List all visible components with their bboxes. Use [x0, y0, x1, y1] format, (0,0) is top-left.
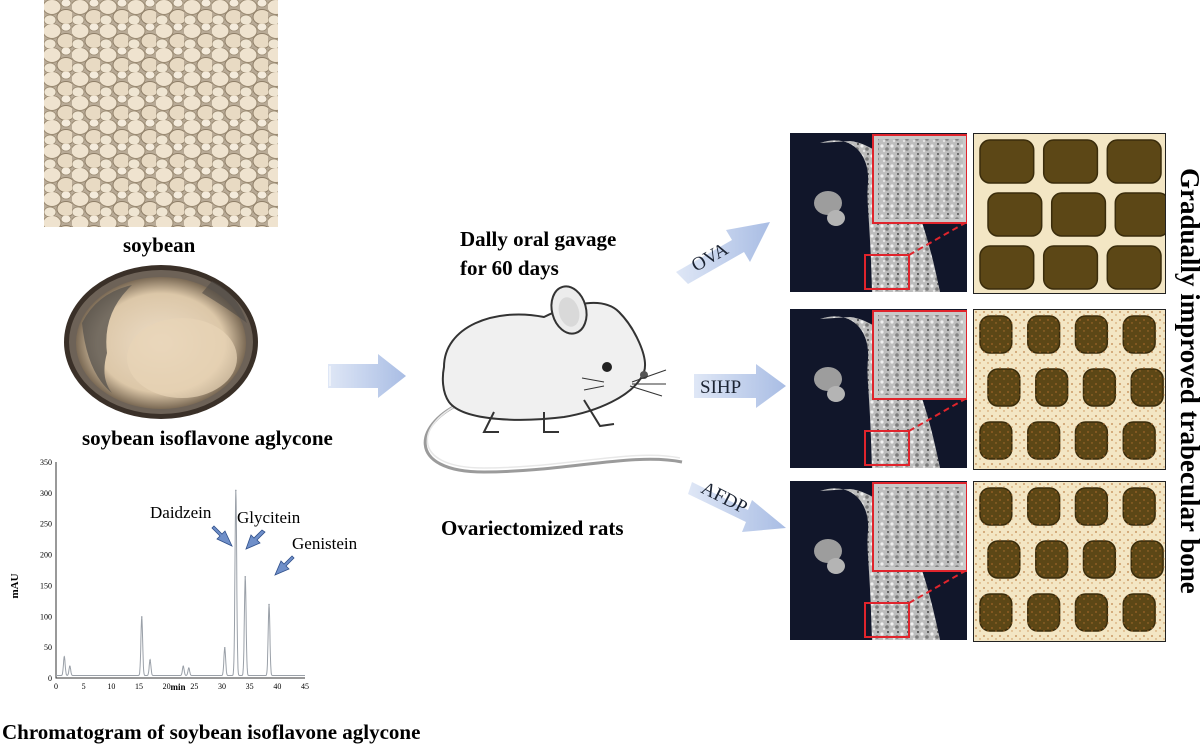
- x-tick-label: 15: [135, 682, 143, 691]
- x-tick-label: 40: [273, 682, 281, 691]
- side-label: Gradually improved trabecular bone: [1175, 168, 1200, 594]
- genistein-arrow-icon: [274, 555, 295, 576]
- afdp-microct-image: [790, 481, 967, 640]
- x-axis-label: min: [170, 682, 185, 692]
- chromatogram-peak: [140, 616, 143, 618]
- x-tick-label: 30: [218, 682, 226, 691]
- sihp-label: SIHP: [700, 377, 741, 398]
- x-tick-label: 35: [246, 682, 254, 691]
- chromatogram-chart: mAU min 0 5 10 15 20 25 30 35 40 45 0 50 100 150 200 25…: [9, 458, 358, 692]
- y-tick-label: 250: [40, 520, 52, 529]
- x-tick-label: 45: [301, 682, 309, 691]
- ova-arrow-icon: OVA: [676, 222, 770, 284]
- ova-microct-image: [790, 133, 967, 292]
- x-tick-label: 5: [82, 682, 86, 691]
- chromatogram-peak: [223, 646, 226, 649]
- afdp-label: AFDP: [698, 478, 751, 519]
- afdp-arrow-icon: AFDP: [688, 478, 786, 532]
- chromatogram-peak: [182, 665, 185, 668]
- chromatogram-peak: [63, 656, 66, 658]
- afdp-trabecular-illustration: [973, 481, 1166, 642]
- rats-label: Ovariectomized rats: [441, 516, 624, 540]
- sihp-microct-image: [790, 309, 967, 468]
- y-tick-label: 300: [40, 489, 52, 498]
- glycitein-label: Glycitein: [237, 508, 301, 527]
- chromatogram-peak: [149, 659, 151, 661]
- chart-axes: [55, 462, 305, 679]
- rat-illustration: [423, 285, 683, 474]
- soybean-label: soybean: [123, 233, 196, 257]
- chromatogram-label: Chromatogram of soybean isoflavone aglyc…: [2, 720, 421, 744]
- sihp-arrow-icon: SIHP: [694, 364, 786, 408]
- daidzein-label: Daidzein: [150, 503, 212, 522]
- daidzein-arrow-icon: [211, 525, 233, 547]
- genistein-label: Genistein: [292, 534, 358, 553]
- big-arrow-icon: [328, 354, 406, 398]
- chromatogram-peak: [69, 665, 71, 668]
- chromatogram-peak: [244, 575, 247, 578]
- isoflavone-powder-photo: [62, 263, 260, 421]
- gavage-line-1: Dally oral gavage: [460, 227, 617, 251]
- soybean-photo: [44, 0, 278, 227]
- x-tick-label: 25: [190, 682, 198, 691]
- y-tick-label: 0: [48, 674, 52, 683]
- x-tick-label: 20: [163, 682, 171, 691]
- chromatogram-peak: [235, 489, 237, 492]
- sihp-trabecular-illustration: [973, 309, 1166, 470]
- glycitein-arrow-icon: [245, 529, 266, 550]
- chromatogram-peak: [268, 603, 270, 606]
- gavage-line-2: for 60 days: [460, 256, 559, 280]
- y-tick-label: 100: [40, 612, 52, 621]
- y-tick-label: 50: [44, 643, 52, 652]
- ova-trabecular-illustration: [973, 133, 1166, 294]
- isoflavone-label: soybean isoflavone aglycone: [82, 426, 333, 450]
- y-axis-label: mAU: [9, 573, 21, 598]
- x-tick-label: 0: [54, 682, 58, 691]
- x-tick-label: 10: [107, 682, 115, 691]
- y-tick-label: 350: [40, 458, 52, 467]
- chromatogram-peak: [188, 667, 190, 669]
- y-tick-label: 200: [40, 551, 52, 560]
- y-tick-label: 150: [40, 581, 52, 590]
- chromatogram-trace: [56, 490, 305, 676]
